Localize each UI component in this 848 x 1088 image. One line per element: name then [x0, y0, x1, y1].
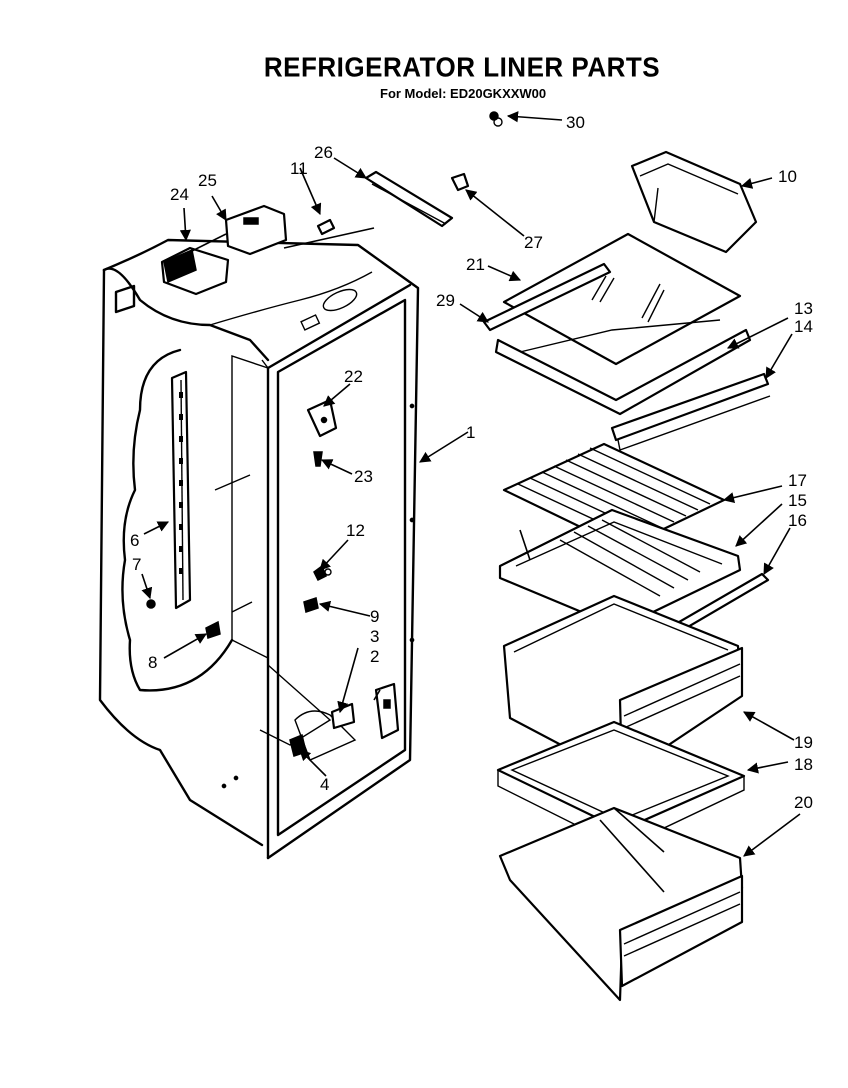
- lower-drawer: [498, 806, 744, 1002]
- callout-22: 22: [344, 367, 363, 386]
- callout-19: 19: [794, 733, 813, 752]
- callout-7: 7: [132, 555, 141, 574]
- callout-20: 20: [794, 793, 813, 812]
- callout-21: 21: [466, 255, 485, 274]
- callout-18: 18: [794, 755, 813, 774]
- callout-15: 15: [788, 491, 807, 510]
- callout-1: 1: [466, 423, 475, 442]
- small-hardware: [146, 398, 400, 757]
- callout-3: 3: [370, 627, 379, 646]
- callout-8: 8: [148, 653, 157, 672]
- model-subtitle: For Model: ED20GKXXW00: [380, 86, 547, 101]
- callout-25: 25: [198, 171, 217, 190]
- leader-lines: [141, 111, 801, 893]
- wire-shelf-assembly: [498, 442, 770, 650]
- callout-13: 13: [794, 299, 813, 318]
- callout-9: 9: [370, 607, 379, 626]
- callout-10: 10: [778, 167, 797, 186]
- callout-14: 14: [794, 317, 813, 336]
- callout-27: 27: [524, 233, 543, 252]
- callout-23: 23: [354, 467, 373, 486]
- callout-4: 4: [320, 775, 329, 794]
- diagram-title: REFRIGERATOR LINER PARTS: [263, 50, 661, 84]
- cabinet-liner: [98, 238, 420, 860]
- top-components: [160, 111, 503, 296]
- callout-30: 30: [566, 113, 585, 132]
- callout-6: 6: [130, 531, 139, 550]
- callout-26: 26: [314, 143, 333, 162]
- callout-12: 12: [346, 521, 365, 540]
- callout-17: 17: [788, 471, 807, 490]
- callout-11: 11: [290, 159, 308, 178]
- glass-shelf-assembly: [482, 232, 771, 451]
- callout-29: 29: [436, 291, 455, 310]
- shelf-track: [170, 370, 192, 610]
- callout-24: 24: [170, 185, 189, 204]
- callout-16: 16: [788, 511, 807, 530]
- crisper-cover: [496, 720, 746, 849]
- callout-labels: 1 2 3 4 6 7 8 9 10 11 12 13 14 15 16 17 …: [130, 113, 813, 812]
- dairy-bin: [630, 150, 758, 254]
- callout-2: 2: [370, 647, 379, 666]
